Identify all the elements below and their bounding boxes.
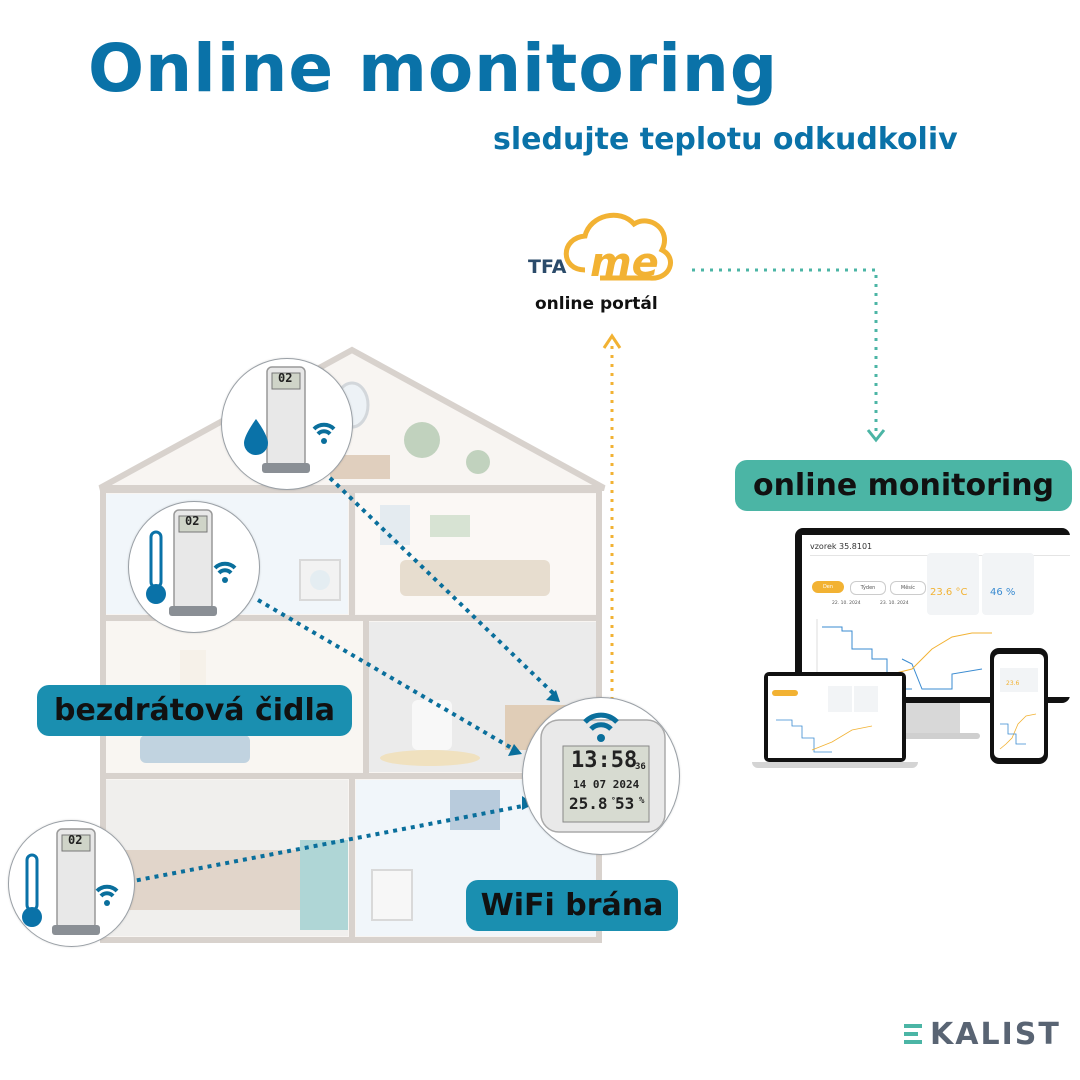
wifi-icon — [213, 561, 237, 575]
sensor-humidity-circle: 02 — [221, 358, 353, 490]
tab-week[interactable]: Týden — [850, 581, 886, 595]
gateway-temperature: 25.8 — [569, 794, 608, 813]
wifi-icon — [312, 422, 336, 436]
sensor-display: 02 — [185, 514, 200, 528]
wifi-icon — [95, 884, 119, 898]
device-name: vzorek 35.8101 — [810, 542, 873, 551]
tfa-logo-text: TFA — [528, 256, 567, 278]
gateway-time: 13:58 — [571, 748, 638, 773]
online-monitoring-label: online monitoring — [735, 460, 1072, 511]
gateway-humidity-unit: % — [639, 796, 645, 806]
sensor-temperature-circle: 02 — [128, 501, 260, 633]
portal-to-monitoring-arrow — [692, 268, 878, 432]
page-subtitle: sledujte teplotu odkudkoliv — [493, 122, 958, 157]
sensor-device-icon — [244, 366, 336, 473]
portal-label: online portál — [535, 294, 658, 314]
calendar-tile — [812, 557, 922, 597]
page-title: Online monitoring — [88, 30, 779, 107]
house — [98, 346, 606, 943]
gateway-date: 14 07 2024 — [573, 778, 640, 791]
date-from[interactable]: 22. 10. 2024 — [832, 601, 861, 606]
sensor-signal-arrows — [127, 476, 557, 884]
temperature-value: 23.6 °C — [930, 587, 968, 598]
sensor-device-icon — [146, 509, 237, 616]
brand-logo-text: KALIST — [930, 1017, 1061, 1052]
gateway-temp-unit: °C — [611, 796, 621, 805]
tfa-me-cloud-logo — [563, 212, 673, 281]
sensor-kitchen-circle: 02 — [8, 820, 135, 947]
humidity-tile — [982, 553, 1034, 615]
sensor-display: 02 — [278, 371, 293, 385]
gateway-device-icon — [540, 712, 666, 833]
laptop-device — [752, 672, 918, 770]
wifi-icon — [583, 712, 619, 731]
phone-device: 23.6 — [990, 648, 1048, 764]
sensor-display: 02 — [68, 833, 83, 847]
wifi-gateway-circle: 13:58 36 14 07 2024 25.8 °C 53 % — [522, 697, 680, 855]
humidity-value: 46 % — [990, 587, 1016, 598]
tab-day[interactable]: Den — [812, 581, 844, 593]
gateway-seconds: 36 — [635, 762, 646, 772]
sensor-device-icon — [22, 828, 119, 935]
wifi-gateway-label: WiFi brána — [466, 880, 678, 931]
tab-month[interactable]: Měsíc — [890, 581, 926, 595]
gateway-humidity: 53 — [615, 794, 635, 813]
kalist-logo-mark — [904, 1024, 922, 1044]
wireless-sensors-label: bezdrátová čidla — [37, 685, 352, 736]
date-to[interactable]: 23. 10. 2024 — [880, 601, 909, 606]
temperature-tile — [927, 553, 979, 615]
me-logo-text: me — [590, 240, 659, 286]
